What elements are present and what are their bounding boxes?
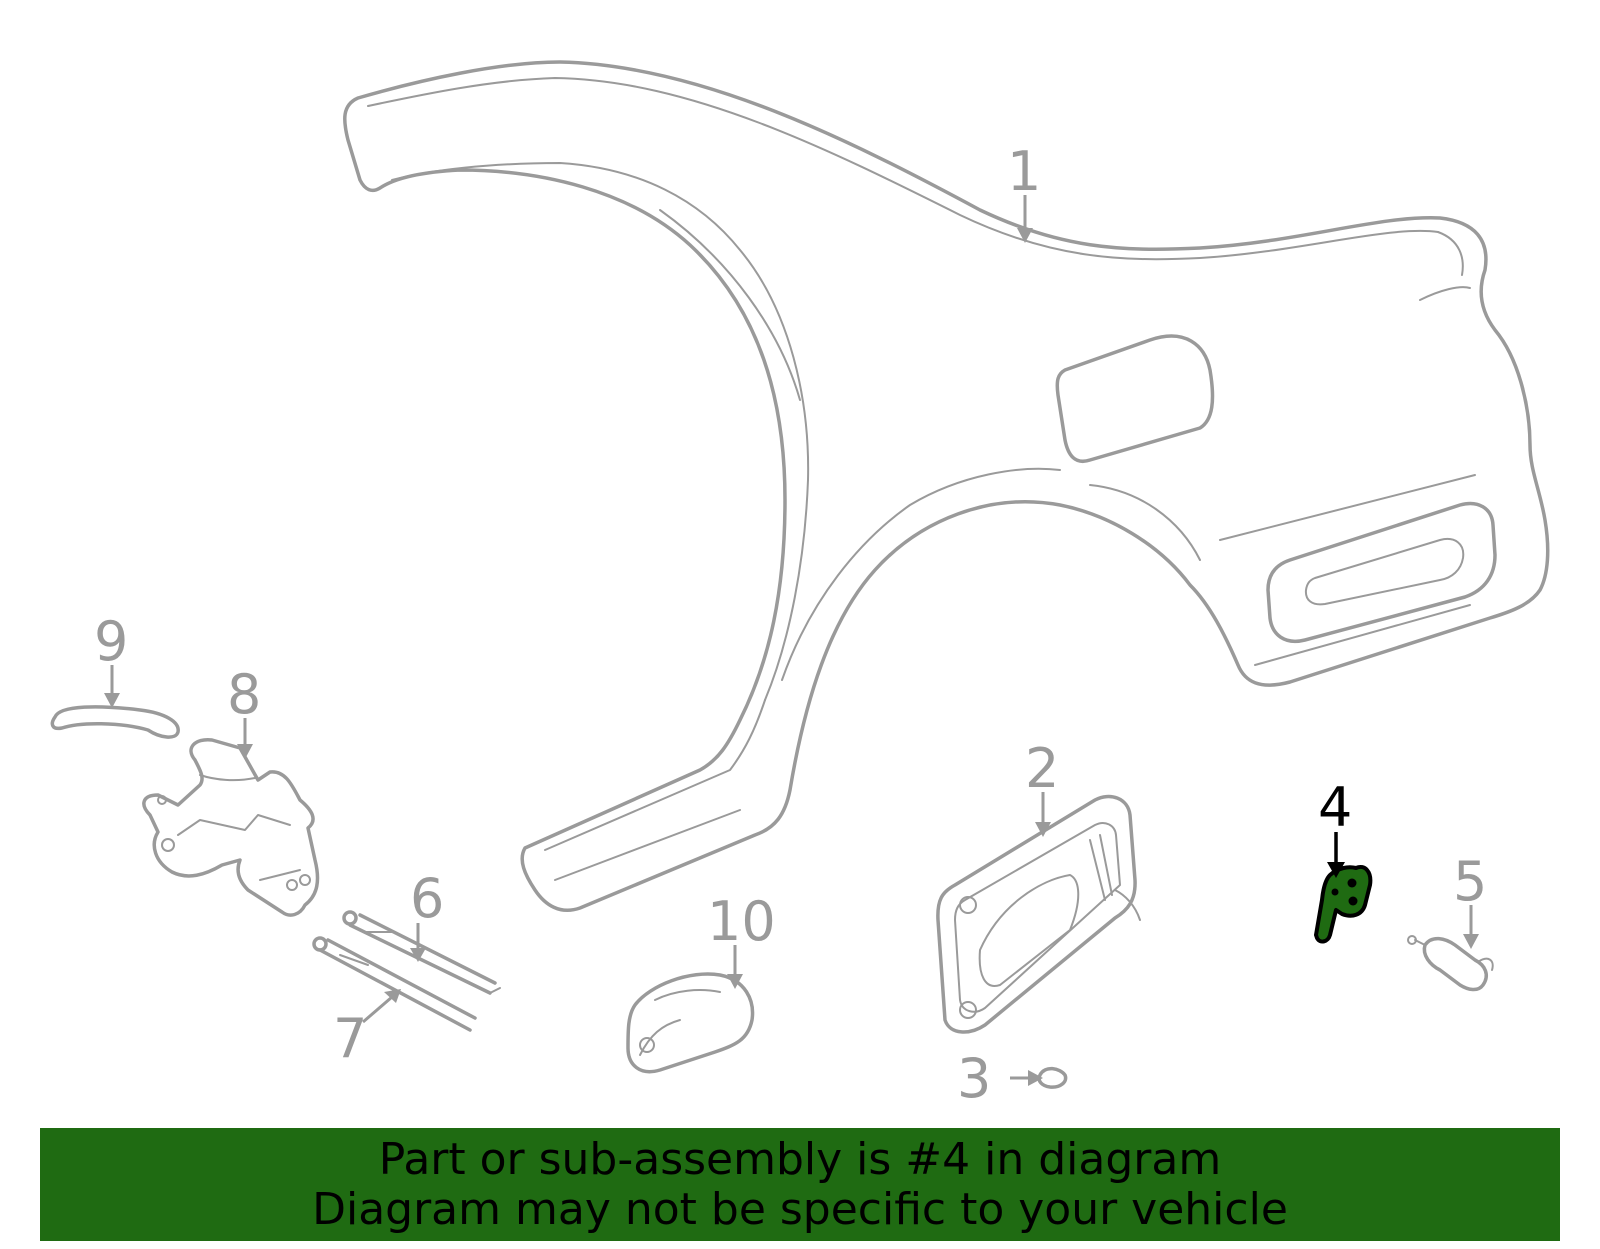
part-9-seal[interactable] — [50, 705, 180, 739]
banner-disclaimer: Diagram may not be specific to your vehi… — [312, 1183, 1288, 1235]
part-4-hinge[interactable] — [1314, 865, 1373, 944]
callout-6[interactable]: 6 — [410, 867, 444, 930]
callout-10[interactable]: 10 — [707, 890, 776, 953]
callout-9[interactable]: 9 — [94, 610, 128, 673]
callout-labels: 1 2 3 4 5 6 7 8 9 10 — [94, 140, 1487, 1110]
callout-7[interactable]: 7 — [333, 1007, 367, 1070]
part-1-quarter-panel[interactable] — [343, 60, 1550, 912]
callout-3[interactable]: 3 — [957, 1047, 991, 1110]
part-8-bracket[interactable] — [142, 738, 320, 917]
info-banner: Part or sub-assembly is #4 in diagram Di… — [40, 1128, 1560, 1241]
banner-part-note: Part or sub-assembly is #4 in diagram — [378, 1133, 1222, 1185]
part-6-rod[interactable] — [342, 910, 501, 995]
part-3-bumper[interactable] — [1037, 1066, 1068, 1089]
part-2-fuel-door-housing[interactable] — [936, 794, 1141, 1034]
callout-2[interactable]: 2 — [1025, 737, 1059, 800]
leaders — [104, 195, 1479, 1086]
part-10-fuel-cap[interactable] — [626, 972, 755, 1074]
part-7-rod[interactable] — [312, 936, 477, 1032]
callout-4[interactable]: 4 — [1318, 776, 1352, 839]
callout-5[interactable]: 5 — [1453, 850, 1487, 913]
callout-1[interactable]: 1 — [1007, 140, 1041, 203]
part-5-fastener[interactable] — [1407, 935, 1494, 992]
callout-8[interactable]: 8 — [227, 663, 261, 726]
